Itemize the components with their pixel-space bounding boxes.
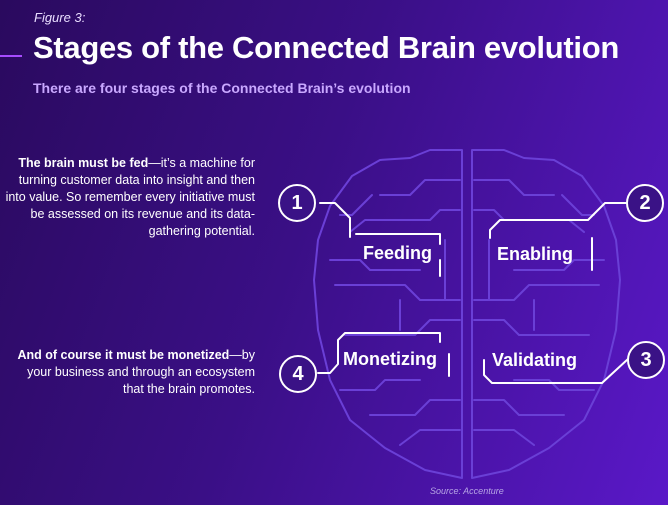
- stage-number-4: 4: [279, 355, 317, 393]
- stage-label-validating: Validating: [492, 350, 578, 370]
- page-subtitle: There are four stages of the Connected B…: [33, 80, 411, 96]
- paragraph-monetized-bold: And of course it must be monetized: [17, 348, 230, 362]
- connector-lines: [317, 202, 629, 384]
- stage-label-enabling: Enabling: [497, 244, 573, 264]
- accent-line: [0, 55, 22, 57]
- paragraph-fed: The brain must be fed—it’s a machine for…: [5, 155, 255, 240]
- stage-number-2: 2: [626, 184, 664, 222]
- stage-number-3: 3: [627, 341, 665, 379]
- brain-outline: [313, 149, 621, 479]
- stage-number-1: 1: [278, 184, 316, 222]
- page-title: Stages of the Connected Brain evolution: [33, 30, 619, 65]
- source-note: Source: Accenture: [430, 486, 504, 496]
- stage-label-monetizing: Monetizing: [343, 349, 437, 369]
- stage-label-feeding: Feeding: [363, 243, 433, 263]
- paragraph-monetized: And of course it must be monetized—by yo…: [5, 347, 255, 398]
- figure-label: Figure 3:: [34, 10, 86, 25]
- paragraph-monetized-text: —by your business and through an ecosyst…: [27, 348, 255, 396]
- paragraph-fed-bold: The brain must be fed: [18, 156, 149, 170]
- paragraph-fed-text: —it’s a machine for turning customer dat…: [5, 156, 255, 238]
